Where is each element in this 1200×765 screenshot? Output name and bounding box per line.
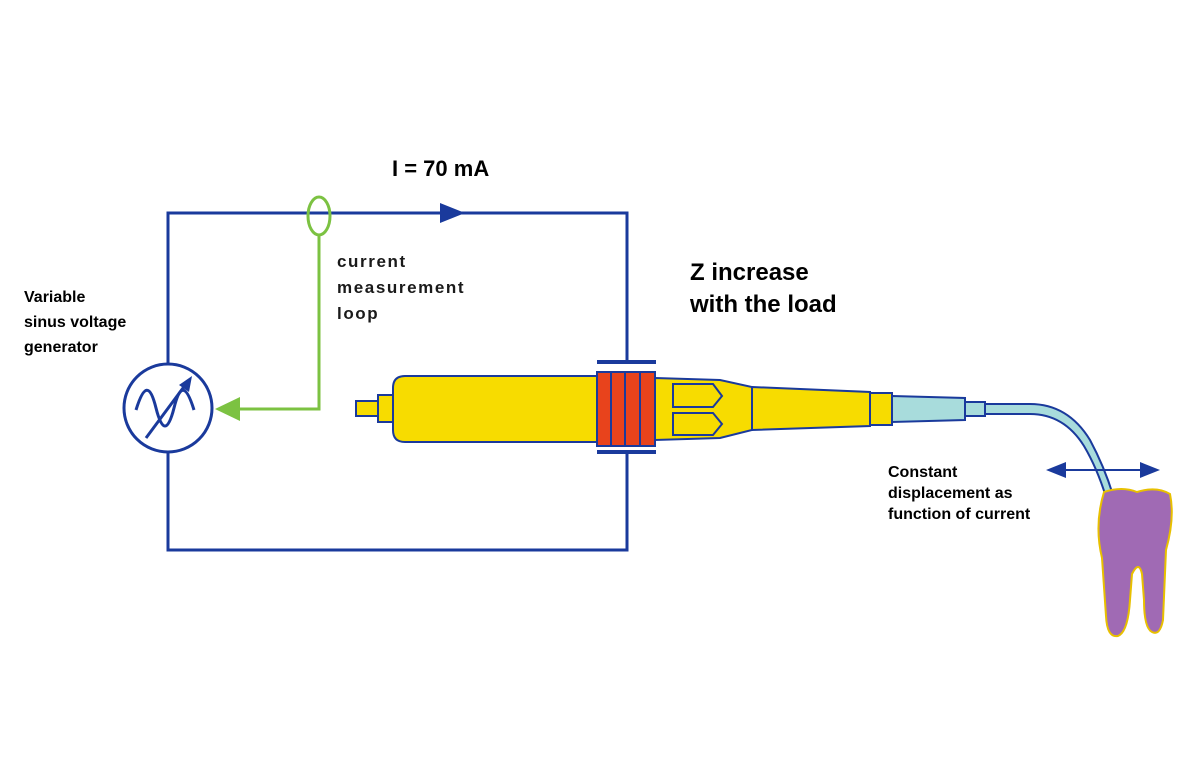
displacement-label: Constant displacement as function of cur…	[888, 462, 1030, 525]
measurement-loop-ring	[306, 195, 332, 237]
displacement-label-line: Constant	[888, 464, 958, 481]
impedance-label: Z increase with the load	[690, 257, 837, 321]
impedance-label-line: with the load	[690, 291, 837, 318]
impedance-label-line: Z increase	[690, 259, 809, 286]
current-flow-arrow-icon	[440, 203, 465, 223]
generator-label: Variable sinus voltage generator	[24, 285, 126, 360]
measurement-loop-label-line: current	[337, 252, 407, 271]
measurement-loop-label-line: measurement	[337, 278, 466, 297]
handpiece-body	[392, 375, 601, 443]
sine-wave-icon	[134, 388, 196, 428]
variable-generator-icon	[122, 362, 214, 454]
displacement-label-line: displacement as	[888, 485, 1013, 502]
variable-arrow-icon	[144, 383, 188, 439]
displacement-label-line: function of current	[888, 506, 1031, 523]
current-value-label: I = 70 mA	[392, 156, 490, 181]
loop-arrow-icon	[215, 397, 240, 421]
generator-label-line: sinus voltage	[24, 314, 127, 331]
measurement-loop-label: current measurement loop	[337, 249, 465, 327]
handpiece-connector	[355, 400, 379, 417]
generator-label-line: Variable	[24, 289, 86, 306]
transducer-coil	[596, 371, 656, 447]
handpiece-nose	[751, 385, 871, 432]
measurement-loop-lead	[240, 235, 321, 411]
tooth-icon	[1097, 488, 1173, 638]
ultrasonic-handpiece	[355, 360, 1115, 499]
handpiece-grip	[654, 376, 753, 442]
measurement-loop	[215, 195, 332, 421]
measurement-loop-label-line: loop	[337, 304, 380, 323]
tip-insert	[891, 394, 966, 424]
generator-label-line: generator	[24, 339, 98, 356]
oscillation-arrow-icon	[1046, 462, 1160, 478]
circuit-wire	[166, 211, 629, 552]
